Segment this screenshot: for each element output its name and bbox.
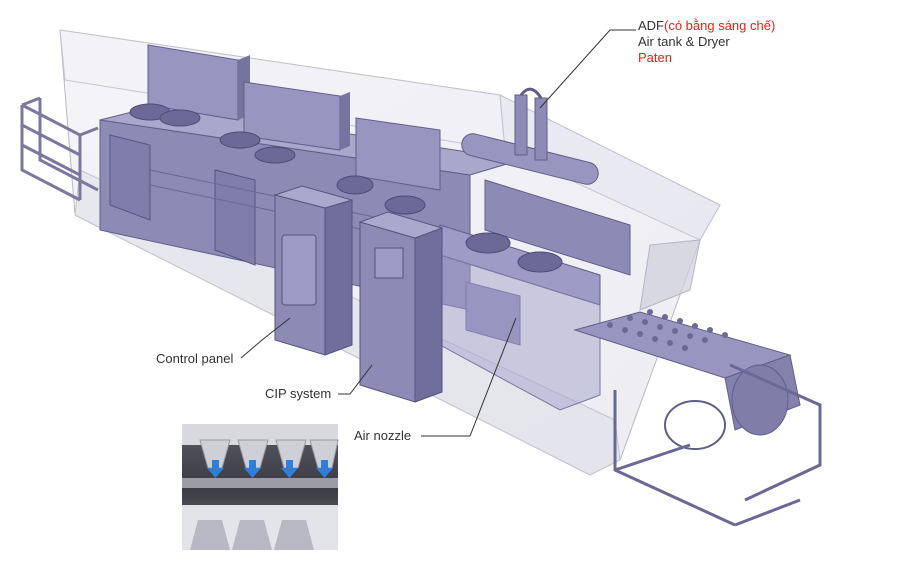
adf-line: ADF(có bằng sáng chế) — [638, 18, 775, 34]
leader-cip — [338, 364, 373, 395]
cip-system-label: CIP system — [265, 386, 332, 401]
air-tank-label: Air tank & Dryer — [638, 34, 730, 49]
air-nozzle-label: Air nozzle — [354, 428, 412, 443]
leader-control-panel — [240, 317, 291, 359]
leader-air-nozzle — [421, 317, 517, 437]
infeed-frame — [20, 96, 99, 202]
air-tank-dryer — [461, 87, 599, 185]
cooling-section — [439, 179, 631, 411]
nozzle-arrows — [207, 460, 333, 478]
paten-label: Paten — [638, 50, 672, 65]
leader-adf — [539, 29, 636, 109]
control-panel-label: Control panel — [156, 351, 234, 366]
adf-patent-note: (có bằng sáng chế) — [664, 18, 776, 33]
adf-label: ADF — [638, 18, 664, 33]
adf-callout: ADF(có bằng sáng chế) Air tank & Dryer P… — [638, 18, 775, 66]
control-panel-cabinet — [273, 185, 354, 356]
air-nozzle-photo — [182, 424, 339, 550]
cip-system-cabinet — [358, 211, 444, 403]
outfeed-conveyor — [573, 309, 822, 527]
leader-lines — [240, 29, 636, 437]
